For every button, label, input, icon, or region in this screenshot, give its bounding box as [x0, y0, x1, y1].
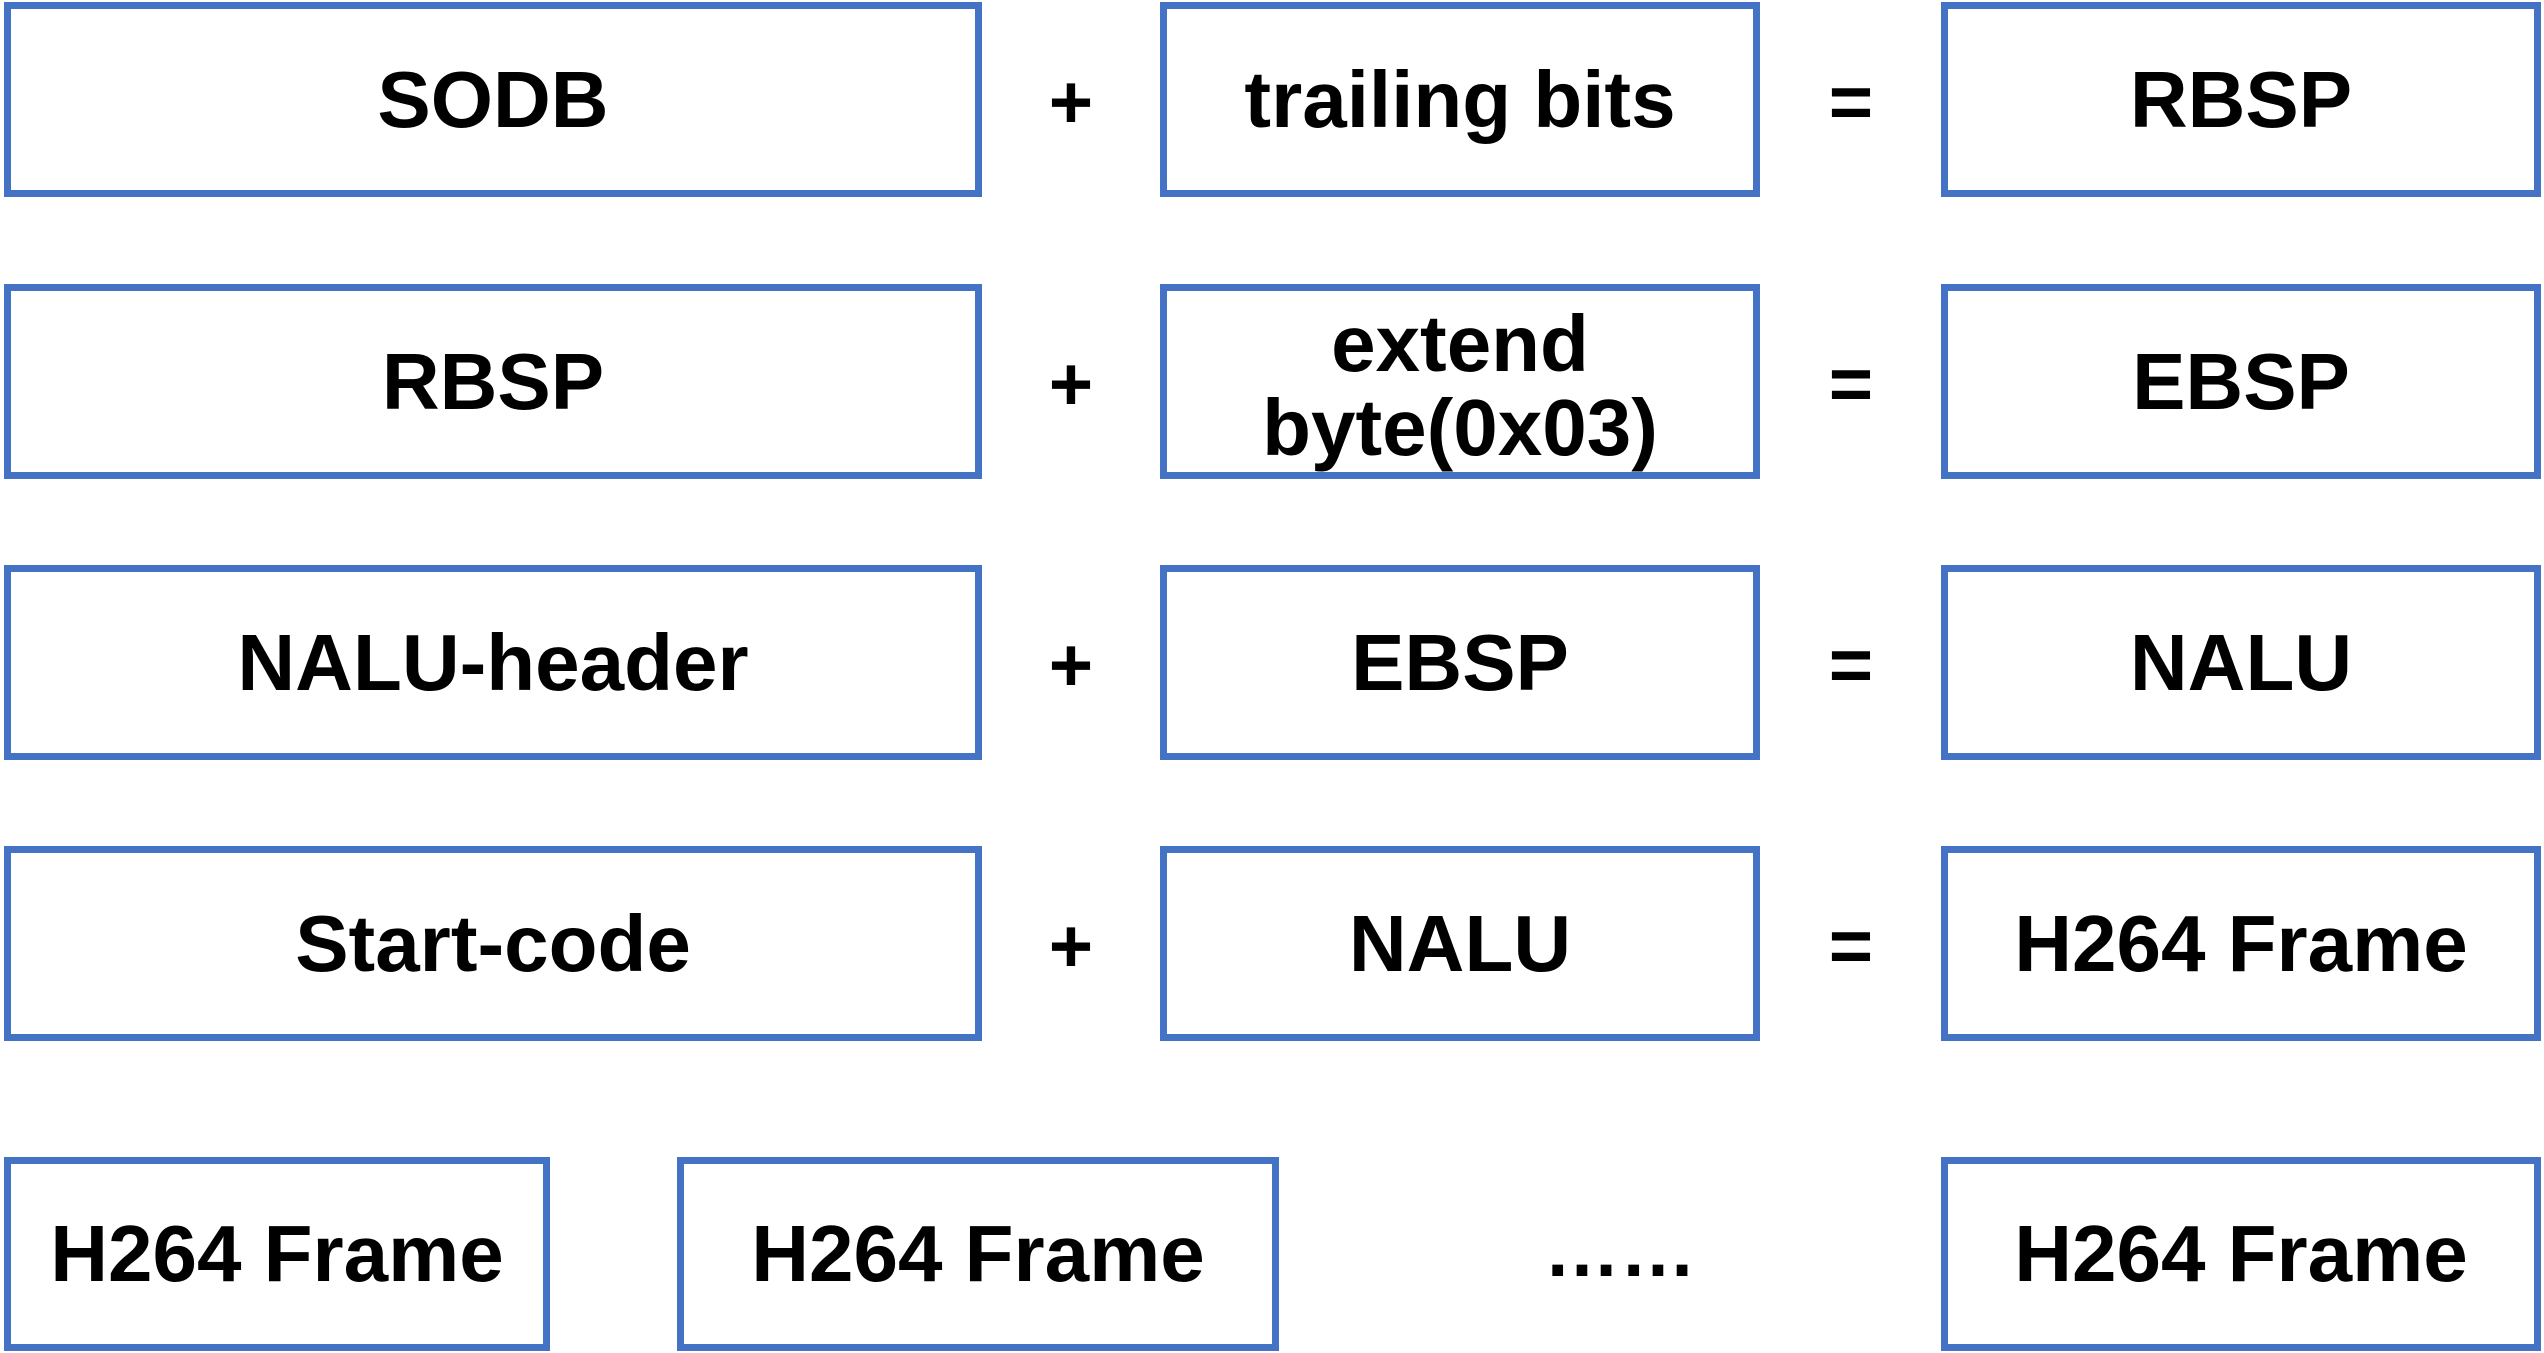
extend-byte-line2: byte(0x03) [1262, 382, 1658, 472]
sodb-label: SODB [377, 54, 609, 144]
ebsp-result-box: EBSP [1941, 284, 2541, 479]
h264-frame-box-last: H264 Frame [1941, 1157, 2541, 1351]
extend-byte-box: extend byte(0x03) [1160, 284, 1760, 479]
h264-frame-label-last: H264 Frame [2014, 1209, 2468, 1298]
trailing-bits-box: trailing bits [1160, 2, 1760, 197]
plus-sign: + [1048, 622, 1094, 708]
h264-frame-box-2: H264 Frame [677, 1157, 1279, 1351]
h264-frame-label-1: H264 Frame [50, 1209, 504, 1298]
ebsp-box: EBSP [1160, 565, 1760, 760]
h264-frame-box-1: H264 Frame [4, 1157, 550, 1351]
equals-sign: = [1828, 903, 1874, 989]
plus-sign: + [1048, 59, 1094, 145]
equals-sign: = [1828, 622, 1874, 708]
sodb-box: SODB [4, 2, 982, 197]
ellipsis: …… [1544, 1207, 1696, 1293]
extend-byte-line1: extend [1331, 298, 1589, 388]
plus-sign: + [1048, 341, 1094, 427]
plus-sign: + [1048, 903, 1094, 989]
nalu-result-box: NALU [1941, 565, 2541, 760]
rbsp-result-label: RBSP [2129, 54, 2353, 144]
equals-sign: = [1828, 341, 1874, 427]
h264-frame-label-2: H264 Frame [751, 1209, 1205, 1298]
equals-sign: = [1828, 59, 1874, 145]
rbsp-box: RBSP [4, 284, 982, 479]
nalu-box: NALU [1160, 846, 1760, 1041]
rbsp-label: RBSP [381, 336, 605, 426]
nalu-result-label: NALU [2129, 617, 2353, 707]
h264-frame-result-label: H264 Frame [2014, 898, 2468, 988]
ebsp-result-label: EBSP [2132, 336, 2350, 426]
trailing-bits-label: trailing bits [1244, 54, 1676, 144]
h264-frame-result-box: H264 Frame [1941, 846, 2541, 1041]
nalu-header-label: NALU-header [237, 617, 749, 707]
nalu-header-box: NALU-header [4, 565, 982, 760]
rbsp-result-box: RBSP [1941, 2, 2541, 197]
ebsp-label: EBSP [1351, 617, 1569, 707]
start-code-box: Start-code [4, 846, 982, 1041]
start-code-label: Start-code [295, 898, 691, 988]
nalu-label: NALU [1348, 898, 1572, 988]
